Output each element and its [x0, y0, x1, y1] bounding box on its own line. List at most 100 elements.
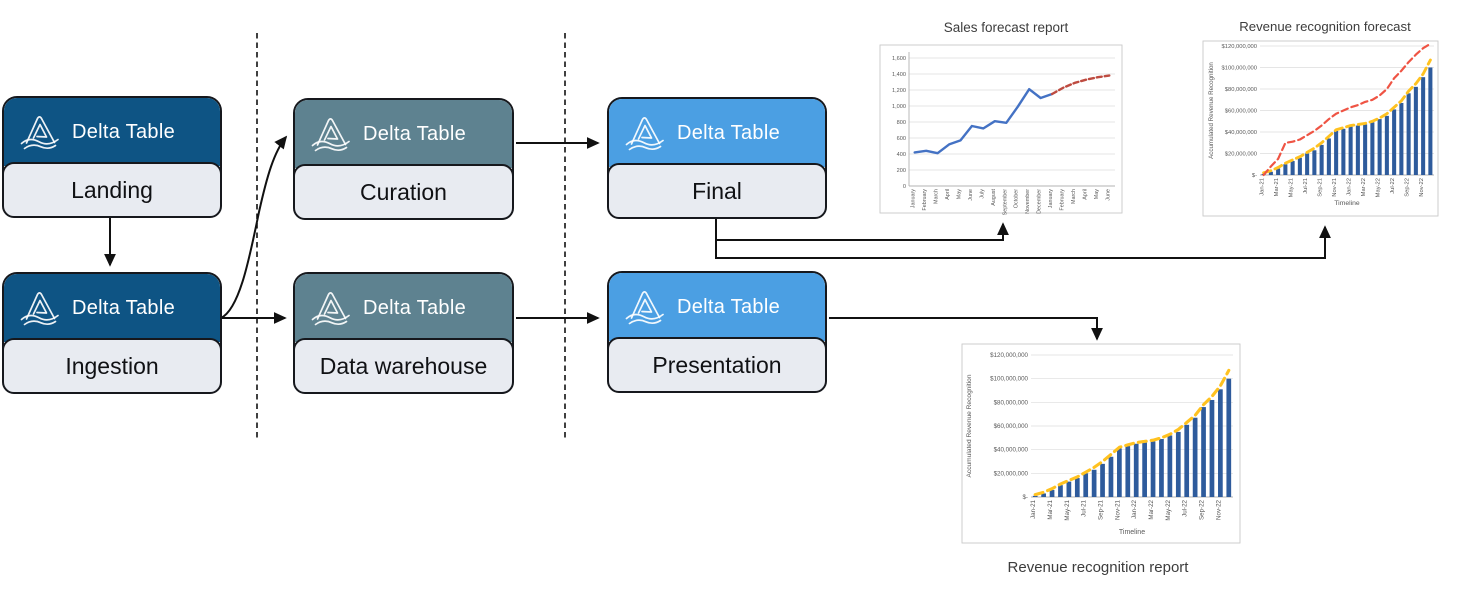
svg-text:March: March — [934, 189, 940, 204]
svg-text:May-22: May-22 — [1165, 499, 1172, 520]
svg-text:Revenue recognition report: Revenue recognition report — [1008, 559, 1190, 576]
svg-text:August: August — [991, 189, 997, 206]
delta-lake-icon — [311, 118, 350, 152]
node-header: Delta Table — [609, 99, 825, 167]
svg-text:$40,000,000: $40,000,000 — [994, 447, 1029, 454]
svg-text:1,400: 1,400 — [892, 72, 906, 78]
svg-text:May-21: May-21 — [1064, 499, 1071, 520]
node-final: Delta Table Final — [607, 97, 827, 219]
svg-text:Nov-22: Nov-22 — [1215, 499, 1222, 520]
svg-text:Nov-21: Nov-21 — [1332, 178, 1338, 197]
node-label-presentation: Presentation — [607, 337, 827, 393]
svg-text:Accumulated Revenue Recognitio: Accumulated Revenue Recognition — [966, 374, 973, 477]
svg-text:$60,000,000: $60,000,000 — [994, 423, 1029, 430]
svg-text:800: 800 — [897, 120, 906, 126]
svg-text:0: 0 — [903, 184, 906, 190]
svg-text:Sep-21: Sep-21 — [1318, 178, 1324, 197]
svg-text:$100,000,000: $100,000,000 — [1222, 66, 1257, 72]
svg-text:400: 400 — [897, 152, 906, 158]
svg-text:February: February — [922, 189, 928, 211]
svg-text:May: May — [1094, 189, 1100, 199]
svg-text:Jul-22: Jul-22 — [1182, 499, 1189, 516]
svg-text:Jul-22: Jul-22 — [1390, 178, 1396, 194]
node-title: Delta Table — [363, 296, 466, 319]
node-label-curation: Curation — [293, 164, 514, 220]
svg-text:July: July — [979, 189, 985, 199]
node-label-landing: Landing — [2, 162, 222, 218]
svg-text:1,600: 1,600 — [892, 56, 906, 62]
svg-text:Sep-22: Sep-22 — [1405, 178, 1411, 197]
svg-text:Accumulated Revenue Recognitio: Accumulated Revenue Recognition — [1208, 62, 1215, 159]
svg-text:$60,000,000: $60,000,000 — [1225, 109, 1257, 115]
svg-text:$-: $- — [1022, 494, 1028, 501]
svg-text:$120,000,000: $120,000,000 — [990, 352, 1028, 359]
svg-text:June: June — [1105, 189, 1111, 201]
svg-text:Jan-21: Jan-21 — [1260, 178, 1266, 196]
svg-text:200: 200 — [897, 168, 906, 174]
node-title: Delta Table — [677, 295, 780, 318]
revenue-recognition-report-chart: $- $20,000,000 $40,000,000 $60,000,000 $80,0… — [961, 343, 1241, 576]
node-header: Delta Table — [295, 274, 512, 342]
svg-text:Mar-22: Mar-22 — [1361, 178, 1367, 196]
svg-text:Sep-21: Sep-21 — [1098, 499, 1105, 520]
svg-text:Timeline: Timeline — [1334, 200, 1360, 207]
svg-text:June: June — [968, 189, 974, 201]
node-title: Delta Table — [72, 296, 175, 319]
svg-text:April: April — [945, 189, 951, 200]
svg-text:$80,000,000: $80,000,000 — [994, 399, 1029, 406]
svg-text:Jul-21: Jul-21 — [1081, 499, 1088, 516]
svg-text:December: December — [1037, 189, 1043, 214]
node-header: Delta Table — [4, 274, 220, 342]
svg-text:$80,000,000: $80,000,000 — [1225, 87, 1257, 93]
svg-text:Jan-22: Jan-22 — [1347, 178, 1353, 196]
svg-text:April: April — [1082, 189, 1088, 200]
svg-text:May-22: May-22 — [1376, 178, 1382, 197]
svg-text:$20,000,000: $20,000,000 — [994, 470, 1029, 477]
delta-lake-icon — [311, 292, 350, 326]
svg-text:Timeline: Timeline — [1119, 529, 1145, 536]
revenue-recognition-forecast-chart: $-$20,000,000$40,000,000$60,000,000$80,0… — [1202, 19, 1439, 217]
node-label-data-warehouse: Data warehouse — [293, 338, 514, 394]
arrow-presentation-to-report-chart — [829, 317, 1103, 341]
svg-text:Nov-22: Nov-22 — [1419, 178, 1425, 197]
svg-text:Jan-22: Jan-22 — [1131, 499, 1138, 518]
svg-text:Mar-22: Mar-22 — [1148, 499, 1155, 519]
svg-text:September: September — [1002, 189, 1008, 216]
arrow-final-to-sales-chart — [716, 222, 1009, 241]
node-ingestion: Delta Table Ingestion — [2, 272, 222, 394]
svg-text:January: January — [911, 189, 917, 208]
sales-forecast-chart: 02004006008001,0001,2001,4001,600January… — [879, 20, 1123, 216]
node-label-final: Final — [607, 163, 827, 219]
svg-text:$120,000,000: $120,000,000 — [1222, 44, 1257, 50]
node-label-ingestion: Ingestion — [2, 338, 222, 394]
svg-text:$100,000,000: $100,000,000 — [990, 376, 1028, 383]
svg-text:Mar-21: Mar-21 — [1047, 499, 1054, 519]
svg-text:October: October — [1014, 189, 1020, 208]
node-title: Delta Table — [72, 120, 175, 143]
svg-text:$20,000,000: $20,000,000 — [1225, 152, 1257, 158]
node-landing: Delta Table Landing — [2, 96, 222, 218]
node-header: Delta Table — [4, 98, 220, 166]
svg-text:May: May — [957, 189, 963, 199]
node-curation: Delta Table Curation — [293, 98, 514, 220]
svg-text:January: January — [1048, 189, 1054, 208]
svg-text:1,200: 1,200 — [892, 88, 906, 94]
svg-text:Sales forecast report: Sales forecast report — [944, 20, 1069, 35]
node-title: Delta Table — [677, 121, 780, 144]
delta-lake-icon — [20, 116, 59, 150]
node-presentation: Delta Table Presentation — [607, 271, 827, 393]
arrow-ingestion-to-curation — [220, 135, 288, 319]
svg-text:Jan-21: Jan-21 — [1030, 499, 1037, 518]
delta-lake-icon — [20, 292, 59, 326]
svg-text:February: February — [1060, 189, 1066, 211]
svg-text:March: March — [1071, 189, 1077, 204]
svg-text:$40,000,000: $40,000,000 — [1225, 130, 1257, 136]
svg-text:May-21: May-21 — [1289, 178, 1295, 197]
svg-text:600: 600 — [897, 136, 906, 142]
svg-text:Nov-21: Nov-21 — [1114, 499, 1121, 520]
svg-text:Mar-21: Mar-21 — [1274, 178, 1280, 196]
node-header: Delta Table — [295, 100, 512, 168]
node-title: Delta Table — [363, 122, 466, 145]
arrow-final-to-forecast-chart — [715, 218, 1331, 259]
